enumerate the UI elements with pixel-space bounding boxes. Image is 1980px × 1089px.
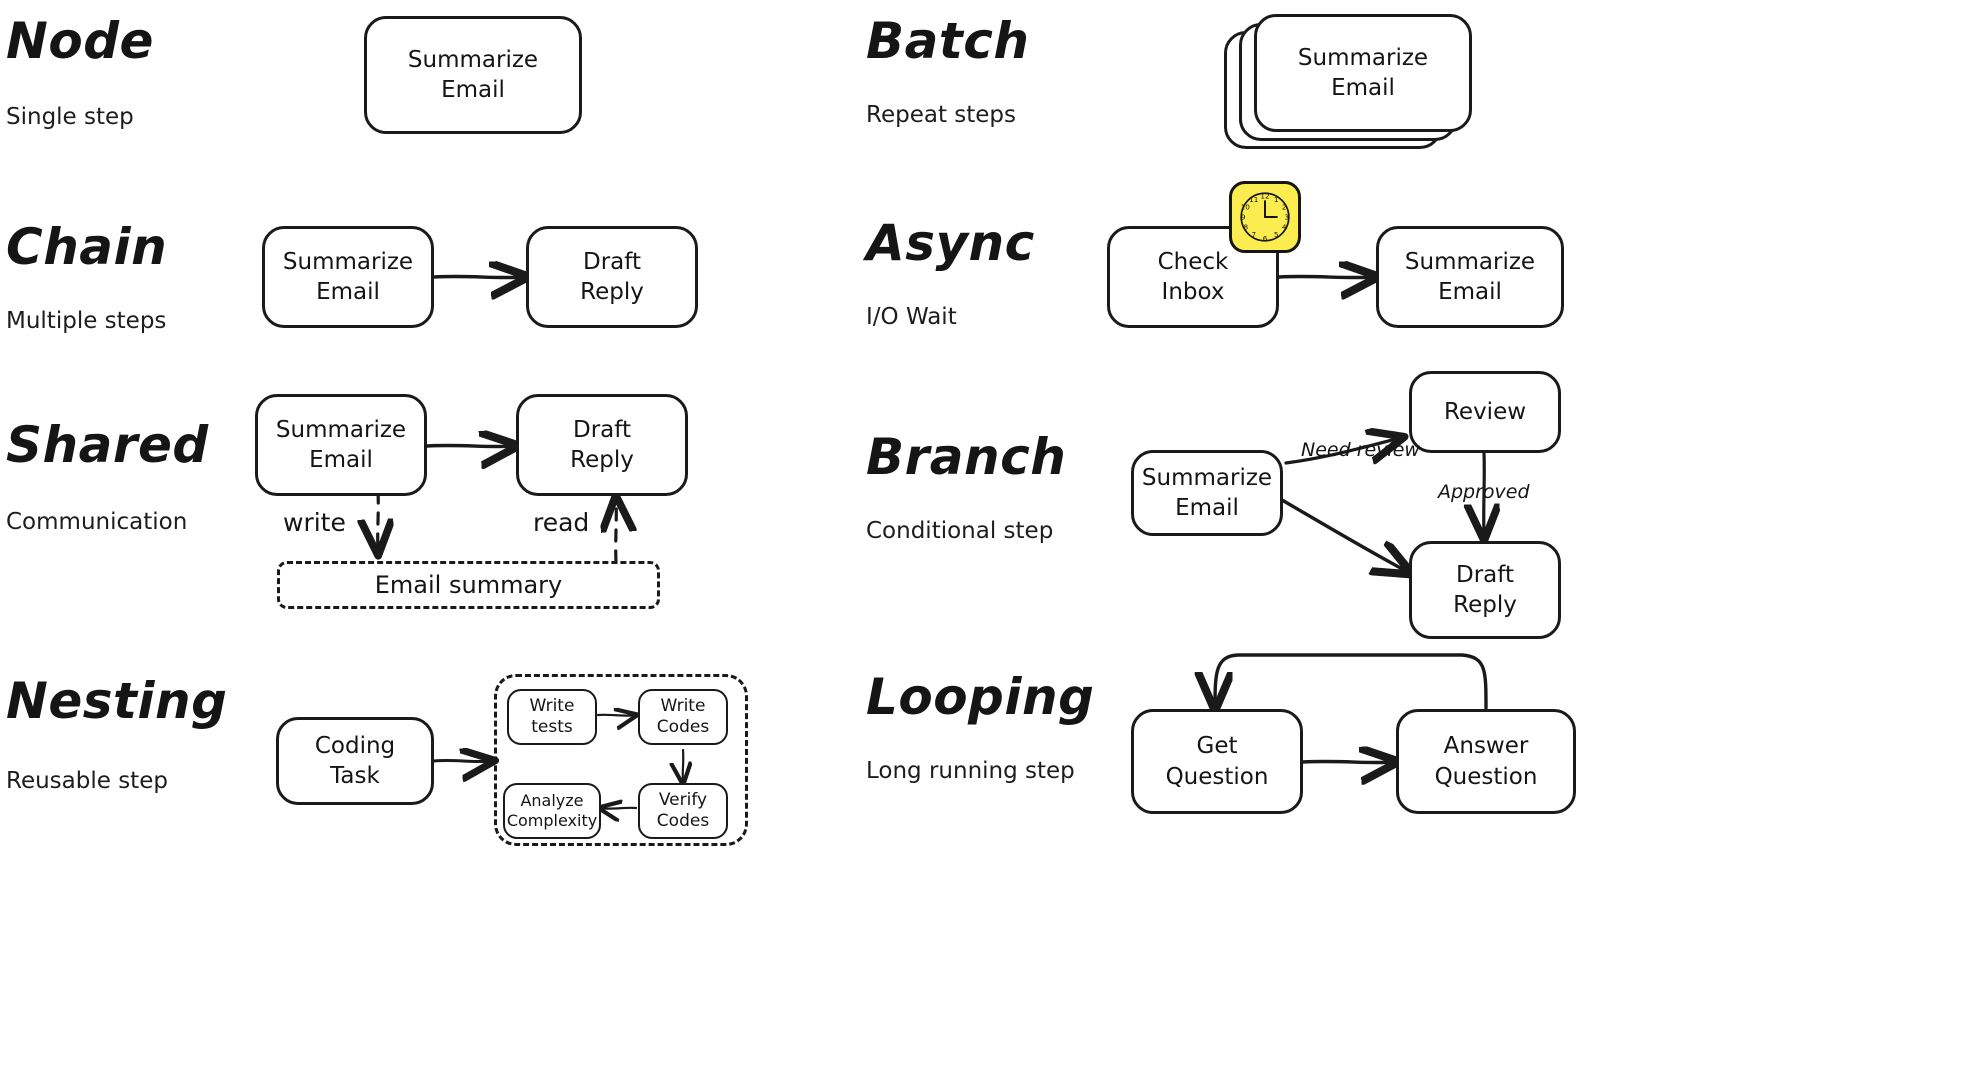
svg-text:7: 7	[1251, 230, 1256, 239]
node-line-2: Inbox	[1161, 279, 1225, 305]
pattern-subtitle-chain: Multiple steps	[6, 308, 167, 334]
nesting-node-write-tests[interactable]: Write tests	[507, 689, 597, 745]
node-line-2: Email	[1331, 75, 1395, 101]
pattern-title-shared: Shared	[6, 416, 209, 474]
svg-text:12: 12	[1260, 192, 1269, 201]
pattern-title-branch: Branch	[866, 428, 1067, 486]
svg-text:11: 11	[1249, 195, 1258, 204]
node-line-2: Codes	[656, 717, 710, 737]
svg-text:10: 10	[1241, 203, 1251, 212]
node-line-1: Draft	[1456, 561, 1514, 588]
edge-label-read: read	[533, 508, 590, 537]
node-line-2: Reply	[580, 279, 644, 305]
pattern-title-nesting: Nesting	[6, 672, 228, 730]
shared-store-email-summary[interactable]: Email summary	[277, 561, 660, 609]
node-line-2: Email	[309, 447, 373, 473]
svg-text:6: 6	[1263, 234, 1268, 243]
node-line-1: Coding	[314, 732, 396, 759]
edge-branch-summarize-to-draft	[1280, 498, 1408, 572]
branch-node-draft-reply[interactable]: Draft Reply	[1409, 541, 1561, 639]
nesting-node-write-codes[interactable]: Write Codes	[638, 689, 728, 745]
nesting-node-verify-codes[interactable]: Verify Codes	[638, 783, 728, 839]
shared-store-label: Email summary	[374, 571, 563, 599]
node-line-1: Answer	[1443, 733, 1529, 760]
node-summarize-email[interactable]: Summarize Email	[364, 16, 582, 134]
shared-node-summarize-email[interactable]: Summarize Email	[255, 394, 427, 496]
node-line-1: Summarize	[1297, 44, 1429, 71]
looping-node-get-question[interactable]: Get Question	[1131, 709, 1303, 814]
edge-looping-get-to-answer	[1301, 761, 1394, 762]
node-line-2: Codes	[656, 811, 710, 831]
async-node-summarize-email[interactable]: Summarize Email	[1376, 226, 1564, 328]
svg-text:4: 4	[1282, 223, 1287, 232]
svg-text:8: 8	[1244, 223, 1249, 232]
node-line-1: Review	[1443, 398, 1527, 425]
edge-nesting-coding-to-subflow	[432, 760, 491, 761]
node-line-2: Reply	[1453, 592, 1517, 618]
node-line-2: Email	[1438, 279, 1502, 305]
nesting-node-coding-task[interactable]: Coding Task	[276, 717, 434, 805]
node-line-1: Summarize	[1404, 248, 1536, 275]
edge-async-check-to-summarize	[1277, 276, 1374, 277]
node-line-1: Summarize	[1141, 464, 1273, 491]
node-line-1: Write	[660, 695, 706, 716]
pattern-subtitle-branch: Conditional step	[866, 518, 1054, 544]
branch-node-summarize-email[interactable]: Summarize Email	[1131, 450, 1283, 536]
node-line-2: tests	[531, 717, 573, 737]
node-line-2: Reply	[570, 447, 634, 473]
pattern-subtitle-node: Single step	[6, 104, 134, 130]
edge-shared-summarize-to-draft	[425, 445, 514, 446]
pattern-title-chain: Chain	[6, 218, 168, 276]
node-line-1: Summarize	[282, 248, 414, 275]
pattern-subtitle-nesting: Reusable step	[6, 768, 168, 794]
nesting-node-analyze-complexity[interactable]: Analyze Complexity	[503, 783, 601, 839]
node-line-1: Analyze	[520, 791, 584, 810]
batch-node-summarize-email[interactable]: Summarize Email	[1254, 14, 1472, 132]
svg-text:3: 3	[1284, 213, 1289, 222]
svg-text:9: 9	[1241, 213, 1246, 222]
svg-text:2: 2	[1282, 203, 1287, 212]
node-line-2: Email	[316, 279, 380, 305]
branch-node-review[interactable]: Review	[1409, 371, 1561, 453]
pattern-title-node: Node	[6, 12, 154, 70]
shared-node-draft-reply[interactable]: Draft Reply	[516, 394, 688, 496]
node-line-2: Task	[330, 763, 380, 789]
node-line-1: Verify	[658, 789, 708, 810]
node-line-1: Draft	[583, 248, 641, 275]
edge-shared-read-from-store	[616, 500, 617, 564]
pattern-subtitle-shared: Communication	[6, 509, 188, 535]
node-line-2: Question	[1434, 763, 1538, 790]
node-line-1: Check	[1157, 248, 1229, 275]
async-node-check-inbox[interactable]: Check Inbox	[1107, 226, 1279, 328]
edge-label-need-review: Need review	[1301, 439, 1420, 461]
edge-label-approved: Approved	[1438, 481, 1530, 503]
pattern-title-batch: Batch	[866, 12, 1030, 70]
node-line-2: Email	[441, 77, 505, 103]
node-line-1: Draft	[573, 416, 631, 443]
alarm-clock-icon: 12 1 2 3 4 5 6 7 8 9 10 11	[1229, 181, 1301, 253]
looping-node-answer-question[interactable]: Answer Question	[1396, 709, 1576, 814]
edge-label-write: write	[283, 508, 346, 537]
edge-looping-answer-to-get	[1215, 653, 1488, 708]
svg-text:5: 5	[1274, 230, 1279, 239]
node-line-2: Email	[1175, 495, 1239, 521]
node-line-1: Get	[1196, 733, 1238, 760]
pattern-subtitle-async: I/O Wait	[866, 304, 957, 330]
chain-node-summarize-email[interactable]: Summarize Email	[262, 226, 434, 328]
svg-text:1: 1	[1274, 195, 1279, 204]
edge-chain-summarize-to-draft	[432, 276, 524, 277]
node-line-1: Summarize	[275, 416, 407, 443]
node-line-2: Complexity	[506, 811, 598, 830]
pattern-title-async: Async	[866, 214, 1035, 272]
pattern-subtitle-looping: Long running step	[866, 758, 1075, 784]
chain-node-draft-reply[interactable]: Draft Reply	[526, 226, 698, 328]
node-line-1: Write	[529, 695, 575, 716]
pattern-title-looping: Looping	[866, 668, 1095, 726]
pattern-subtitle-batch: Repeat steps	[866, 102, 1017, 128]
node-line-2: Question	[1165, 763, 1269, 790]
node-line-1: Summarize	[407, 46, 539, 73]
edge-shared-write-to-store	[378, 490, 379, 551]
